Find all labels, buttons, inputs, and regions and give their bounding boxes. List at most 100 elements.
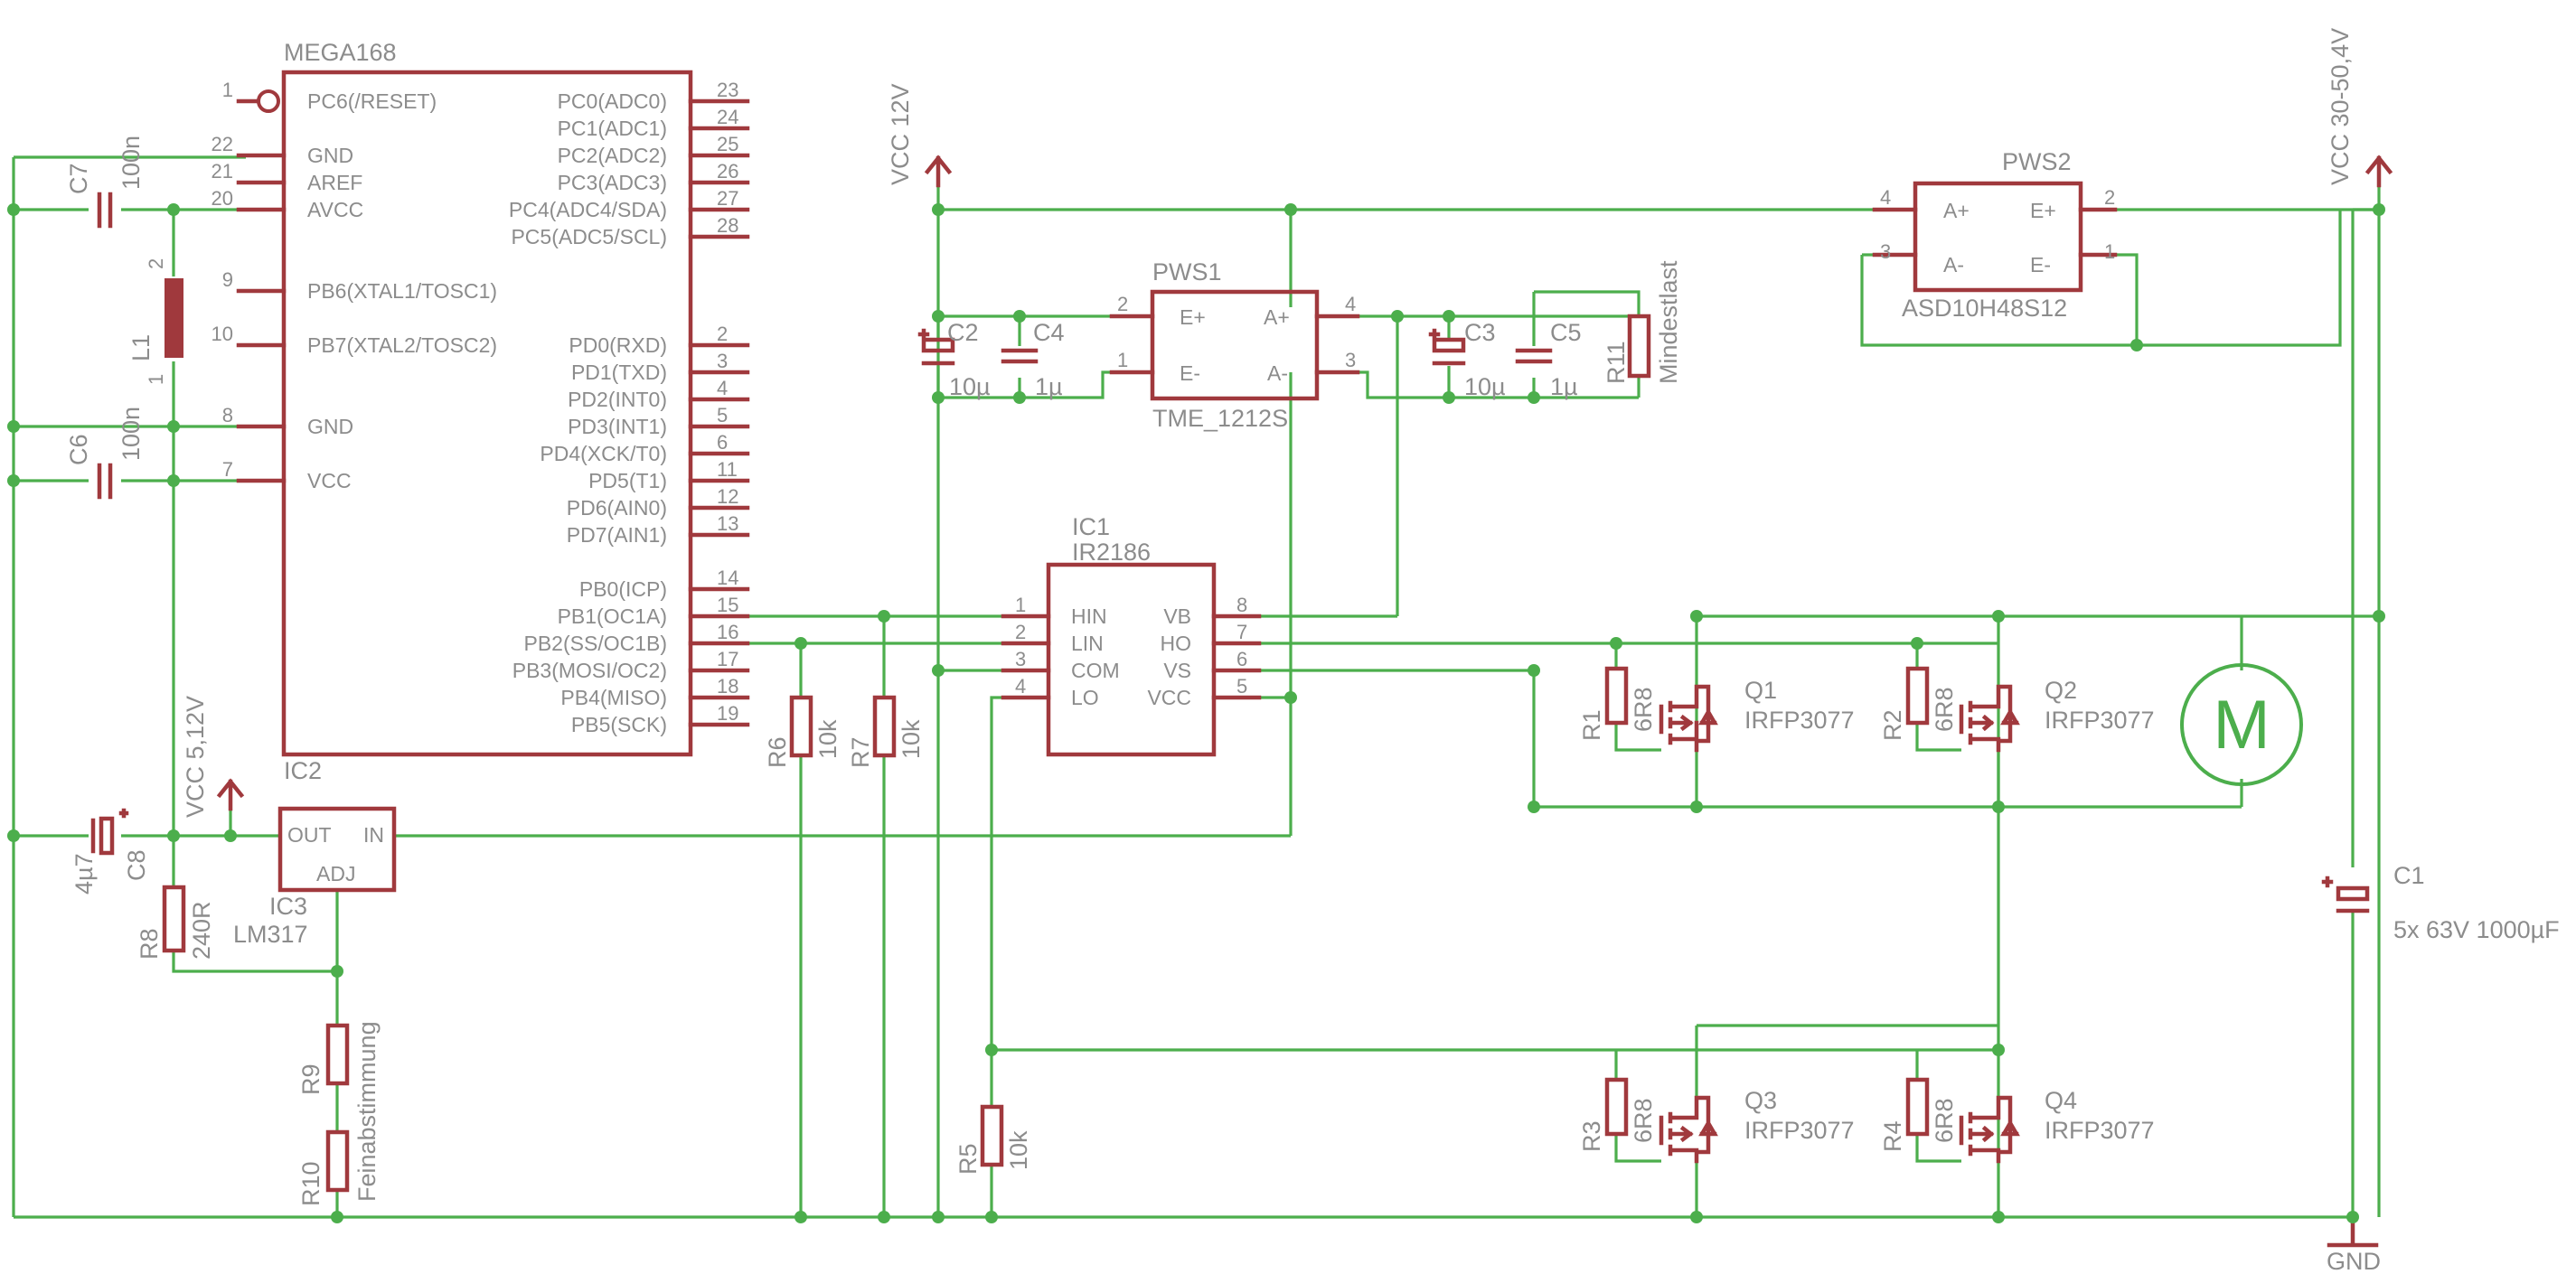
pws1-num-3: 3 — [1345, 349, 1356, 371]
mcu-pin-name: PB3(MOSI/OC2) — [512, 659, 667, 682]
junction-dot — [1284, 203, 1297, 216]
mcu-pin-number: 11 — [717, 458, 738, 481]
mcu-name: MEGA168 — [284, 39, 397, 66]
l1-pin-top: 2 — [145, 258, 167, 269]
junction-dot — [2373, 203, 2385, 216]
motor-symbol: M — [2213, 687, 2270, 763]
junction-dot — [794, 1211, 807, 1223]
mcu-pin-name: PB1(OC1A) — [558, 604, 667, 628]
junction-dot — [224, 829, 237, 842]
wires — [12, 155, 2381, 1219]
resistor-r4-icon — [1905, 1077, 1930, 1137]
ic1-pin-number: 3 — [1015, 648, 1026, 670]
r8-name: R8 — [136, 928, 163, 960]
mcu-pin-name: PC5(ADC5/SCL) — [511, 225, 667, 248]
c4-value: 1µ — [1035, 373, 1063, 400]
c5-name: C5 — [1550, 319, 1582, 346]
regulator-lm317: OUT IN ADJ IC2 IC3 LM317 — [233, 757, 397, 948]
mcu-pin-name: PC1(ADC1) — [558, 117, 667, 140]
mcu-pin-number: 12 — [717, 485, 738, 508]
mcu-right-pins: 23PC0(ADC0)24PC1(ADC1)25PC2(ADC2)26PC3(A… — [509, 79, 750, 736]
junction-dot — [1992, 801, 2005, 813]
q2-name: Q2 — [2045, 677, 2077, 704]
junction-dot — [1690, 801, 1703, 813]
l1-name: L1 — [127, 334, 155, 361]
mosfet-q1: Q1 IRFP3077 — [1659, 677, 1855, 753]
mcu-pin-number: 1 — [222, 79, 233, 101]
vcc-hv-label: VCC 30-50,4V — [2327, 28, 2354, 185]
mcu-pin-name: PD0(RXD) — [569, 333, 667, 357]
resistor-r9-icon — [325, 1023, 350, 1086]
r2-name: R2 — [1879, 709, 1906, 741]
ic1-pin-number: 6 — [1236, 648, 1247, 670]
mcu-pin-number: 17 — [717, 648, 738, 670]
r5-name: R5 — [954, 1143, 982, 1175]
mcu-reset-bubble-icon — [257, 89, 280, 113]
pws2-num-4: 4 — [1880, 186, 1891, 209]
ic3-name: IC3 — [269, 893, 307, 920]
junction-dot — [1443, 310, 1455, 323]
c6-name: C6 — [65, 434, 92, 465]
ic1-pin-number: 4 — [1015, 675, 1026, 698]
r3-value: 6R8 — [1630, 1098, 1657, 1143]
junction-dot — [1992, 1044, 2005, 1056]
r1-value: 6R8 — [1630, 687, 1657, 732]
pws1-num-4: 4 — [1345, 293, 1356, 315]
converter-pws2: A+ A- E+ E- 4 3 2 1 PWS2 ASD10H48S12 — [1872, 148, 2118, 322]
c2-name: C2 — [947, 319, 979, 346]
c7-value: 100n — [118, 136, 145, 190]
junction-dot — [985, 1211, 998, 1223]
vcc12-label: VCC 12V — [887, 83, 914, 185]
junction-dot — [2130, 339, 2143, 351]
mcu-pin-name: GND — [307, 144, 353, 167]
mcu-pin-number: 24 — [717, 106, 738, 128]
ic1-pin-number: 2 — [1015, 621, 1026, 643]
mcu-pin-name: PB5(SCK) — [571, 713, 667, 736]
junction-dot — [1992, 1211, 2005, 1223]
q4-name: Q4 — [2045, 1087, 2077, 1114]
junction-dot — [932, 1211, 945, 1223]
junction-dot — [167, 474, 180, 487]
c2-value: 10µ — [949, 373, 991, 400]
junction-dot — [1690, 1211, 1703, 1223]
junctions — [7, 203, 2385, 1223]
junction-dot — [1528, 801, 1540, 813]
c1-name: C1 — [2393, 862, 2425, 889]
resistor-r7-icon — [872, 695, 897, 758]
mosfet-q3-icon — [1659, 1095, 1718, 1164]
ic1-pin-number: 8 — [1236, 594, 1247, 616]
capacitor-c8-icon — [90, 808, 129, 856]
mcu-pin-number: 14 — [717, 567, 738, 589]
mcu-pin-name: GND — [307, 415, 353, 438]
mcu-pin-name: PC4(ADC4/SDA) — [509, 198, 667, 221]
mcu-pin-number: 10 — [212, 323, 233, 345]
junction-dot — [932, 664, 945, 677]
junction-dot — [7, 203, 20, 216]
pws2-value: ASD10H48S12 — [1902, 295, 2067, 322]
ic2-adj-label: ADJ — [316, 862, 355, 885]
mcu-pin-name: VCC — [307, 469, 352, 492]
q4-value: IRFP3077 — [2045, 1117, 2155, 1144]
mosfet-q4-icon — [1959, 1095, 2020, 1164]
resistor-r11-icon — [1627, 314, 1651, 379]
mcu-pin-name: PD3(INT1) — [568, 415, 667, 438]
mcu-pin-number: 8 — [222, 404, 233, 426]
r7-value: 10k — [898, 719, 925, 759]
ic1-pin-name: VS — [1163, 659, 1191, 682]
mcu-pin-number: 23 — [717, 79, 738, 101]
mcu-pin-number: 13 — [717, 512, 738, 535]
pws2-num-2: 2 — [2104, 186, 2115, 209]
resistor-r3-icon — [1604, 1077, 1629, 1137]
junction-dot — [878, 1211, 890, 1223]
mcu-pin-number: 15 — [717, 594, 738, 616]
r5-value: 10k — [1005, 1130, 1032, 1170]
resistor-r1-icon — [1604, 666, 1629, 726]
capacitor-c1-icon — [2321, 876, 2370, 913]
r9-value: Feinabstimmung — [353, 1021, 381, 1202]
junction-dot — [932, 203, 945, 216]
mcu-pin-number: 27 — [717, 187, 738, 210]
ic1-pin-number: 1 — [1015, 594, 1026, 616]
pws1-num-2: 2 — [1117, 293, 1128, 315]
